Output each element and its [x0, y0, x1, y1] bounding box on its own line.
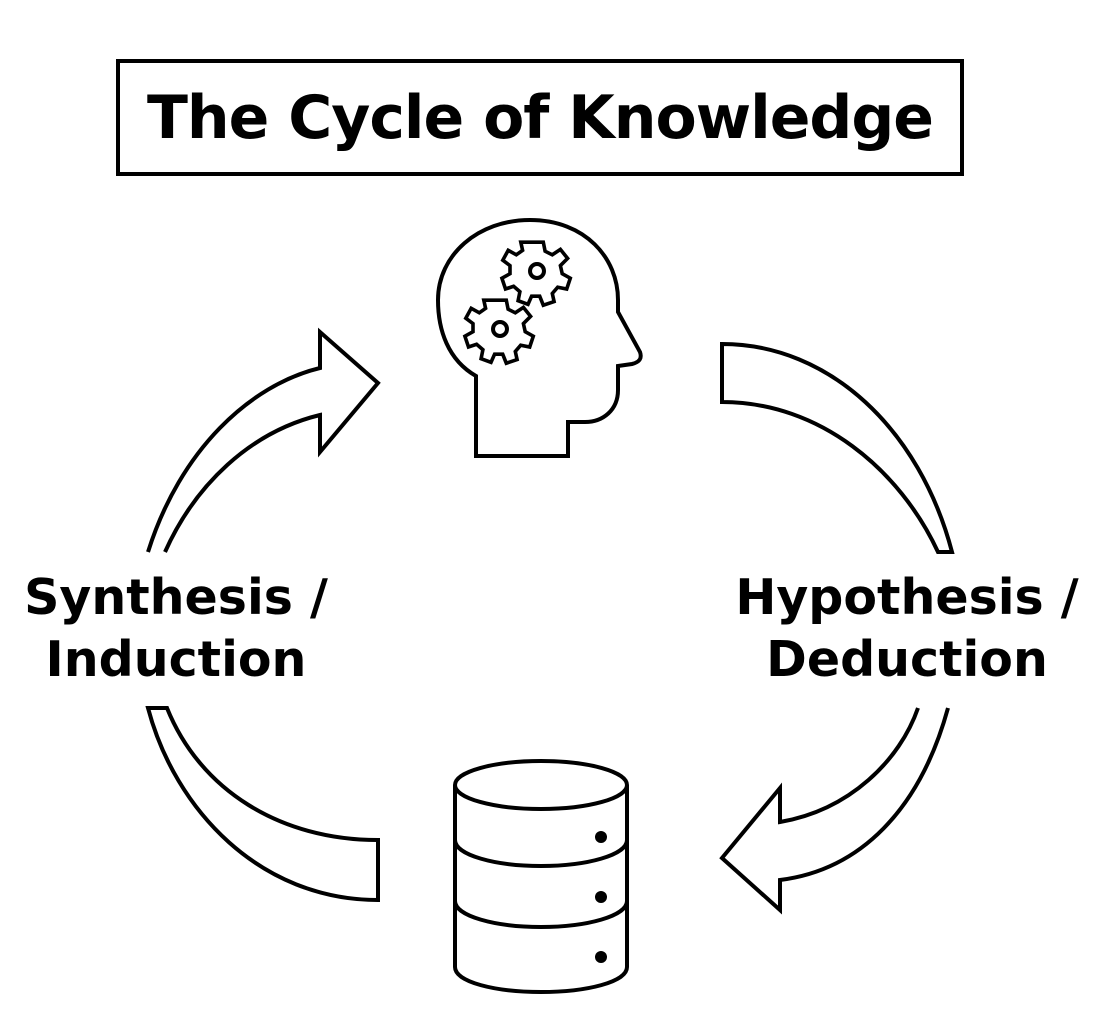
- label-right-line1: Hypothesis /: [735, 569, 1079, 626]
- label-left-line2: Induction: [45, 631, 307, 688]
- head-with-gears-icon: [435, 217, 643, 458]
- arc-database-to-induction: [145, 706, 380, 903]
- label-hypothesis-deduction: Hypothesis / Deduction: [718, 567, 1096, 691]
- database-dot: [595, 891, 607, 903]
- database-dot: [595, 951, 607, 963]
- title-box: The Cycle of Knowledge: [116, 59, 964, 176]
- arc-head-to-deduction: [720, 341, 955, 554]
- label-synthesis-induction: Synthesis / Induction: [0, 567, 352, 691]
- database-icon: [453, 759, 629, 995]
- arrow-deduction-to-database: [719, 707, 950, 915]
- diagram-title: The Cycle of Knowledge: [146, 82, 934, 153]
- database-dots: [595, 831, 607, 963]
- label-left-line1: Synthesis /: [24, 569, 328, 626]
- database-dot: [595, 831, 607, 843]
- arrow-induction-to-head: [146, 327, 381, 553]
- label-right-line2: Deduction: [766, 631, 1048, 688]
